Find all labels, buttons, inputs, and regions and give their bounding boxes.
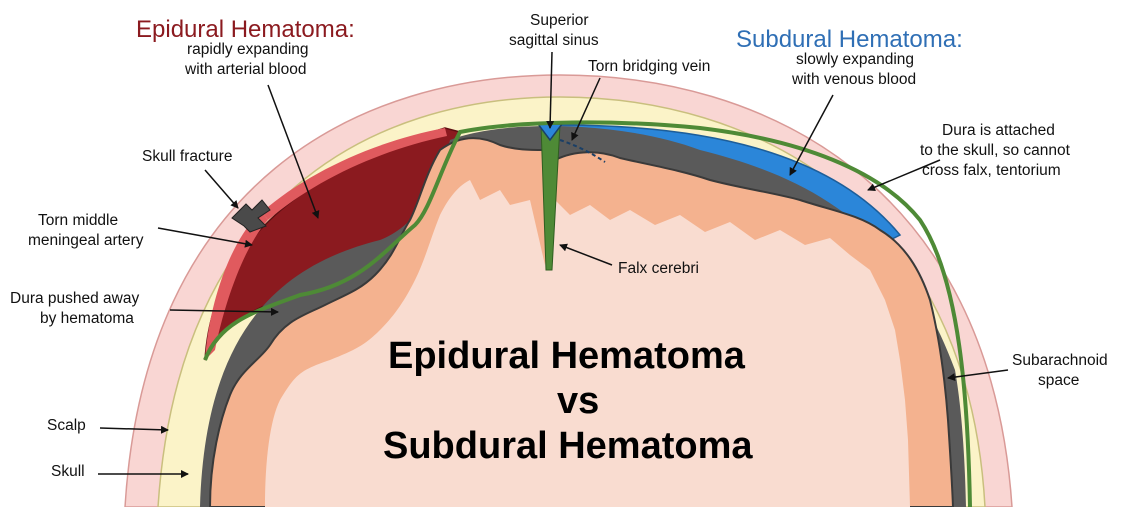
center-title-line-2: vs <box>557 382 599 420</box>
torn-artery-label-2: meningeal artery <box>28 232 143 250</box>
epidural-desc-1: rapidly expanding <box>187 41 309 59</box>
subarachnoid-label-2: space <box>1038 372 1079 390</box>
torn-bridging-vein-label: Torn bridging vein <box>588 58 710 76</box>
skull-label: Skull <box>51 463 85 481</box>
pointer-skull-fracture <box>205 170 238 208</box>
superior-sinus-label-1: Superior <box>530 12 589 30</box>
subdural-heading: Subdural Hematoma: <box>736 26 963 54</box>
epidural-desc-2: with arterial blood <box>185 61 306 79</box>
dura-attached-label-1: Dura is attached <box>942 122 1055 140</box>
subarachnoid-label-1: Subarachnoid <box>1012 352 1108 370</box>
falx-cerebri-label: Falx cerebri <box>618 260 699 278</box>
dura-pushed-label-2: by hematoma <box>40 310 134 328</box>
subdural-desc-1: slowly expanding <box>796 51 914 69</box>
subdural-desc-2: with venous blood <box>792 71 916 89</box>
superior-sinus-label-2: sagittal sinus <box>509 32 599 50</box>
center-title-line-3: Subdural Hematoma <box>383 427 753 465</box>
dura-pushed-label-1: Dura pushed away <box>10 290 139 308</box>
dura-attached-label-3: cross falx, tentorium <box>922 162 1061 180</box>
skull-fracture-label: Skull fracture <box>142 148 232 166</box>
scalp-label: Scalp <box>47 417 86 435</box>
epidural-heading: Epidural Hematoma: <box>136 16 355 44</box>
center-title-line-1: Epidural Hematoma <box>388 337 745 375</box>
dura-attached-label-2: to the skull, so cannot <box>920 142 1070 160</box>
torn-artery-label-1: Torn middle <box>38 212 118 230</box>
